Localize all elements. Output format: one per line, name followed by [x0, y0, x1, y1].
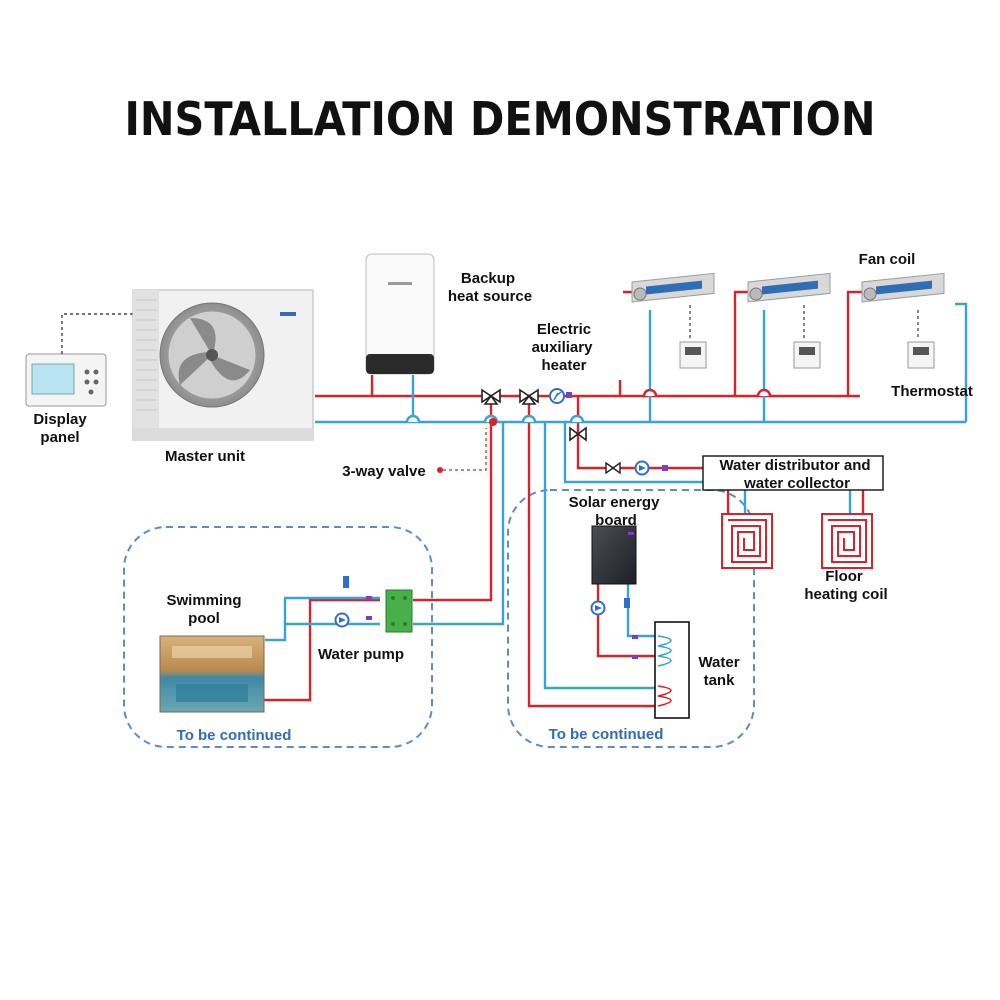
- solar-panel-icon: [591, 525, 637, 585]
- water-tank-label-2: tank: [704, 672, 736, 689]
- water-distributor-box: [702, 455, 884, 491]
- water-tank-icon: [654, 621, 690, 719]
- thermostat-wires: [689, 305, 919, 340]
- fan-coil-icon: [861, 272, 945, 303]
- pump-icon: [334, 612, 350, 628]
- master-unit-label: Master unit: [165, 448, 245, 465]
- display-panel-label-1: Display: [33, 411, 87, 428]
- fan-coil-label: Fan coil: [859, 251, 916, 268]
- backup-heat-label-2: heat source: [448, 288, 532, 305]
- pool-photo: [159, 635, 265, 713]
- fan-coil-icon: [747, 272, 831, 303]
- fan-coil-icon: [631, 272, 715, 303]
- sensor-icon: [366, 596, 372, 600]
- pool-label-1: Swimming: [166, 592, 241, 609]
- three-way-valve-icon: [481, 388, 501, 405]
- three-way-valve-pointer-dot: [437, 467, 443, 473]
- three-way-valve-pointer: [443, 428, 487, 471]
- boiler-icon: [365, 253, 435, 375]
- floor-coil-label-1: Floor: [825, 568, 863, 585]
- floor-coil-icon: [821, 513, 873, 569]
- display-panel-icon: [25, 353, 107, 407]
- thermostat-icon: [793, 341, 821, 369]
- heat-pump-unit-icon: [132, 289, 314, 441]
- plate-heat-exchanger-icon: [385, 589, 413, 633]
- sensor-icon: [632, 655, 638, 659]
- three-way-valve-label: 3-way valve: [342, 463, 425, 480]
- aux-heater-label-3: heater: [541, 357, 586, 374]
- aux-heater-label-2: auxiliary: [532, 339, 594, 356]
- pipe-crossings: [405, 388, 772, 423]
- sensor-icon: [632, 635, 638, 639]
- water-tank-label-1: Water: [698, 654, 739, 671]
- thermostat-label: Thermostat: [891, 383, 973, 400]
- thermostat-icon: [907, 341, 935, 369]
- sensor-icon: [366, 616, 372, 620]
- sensor-icon: [662, 465, 668, 471]
- aux-heater-label-1: Electric: [537, 321, 591, 338]
- valve-icon: [605, 461, 621, 475]
- display-panel-label-2: panel: [40, 429, 79, 446]
- floor-coil-label-2: heating coil: [804, 586, 887, 603]
- distributor-label-2: water collector: [743, 475, 850, 492]
- backup-heat-label-1: Backup: [461, 270, 515, 287]
- solar-label-1: Solar energy: [569, 494, 661, 511]
- to-be-continued-left: To be continued: [177, 727, 292, 744]
- pool-label-2: pool: [188, 610, 220, 627]
- to-be-continued-right: To be continued: [549, 726, 664, 743]
- floor-coil-icon: [721, 513, 773, 569]
- pump-icon: [634, 460, 650, 476]
- distributor-label-1: Water distributor and: [719, 457, 870, 474]
- sensor-icon: [624, 598, 630, 608]
- electric-heater-icon: [549, 388, 572, 404]
- sensor-icon: [343, 576, 349, 588]
- valve-icon: [569, 426, 587, 442]
- pool-extension-region: [123, 526, 433, 748]
- three-way-valve-icon: [519, 388, 539, 405]
- three-way-valve-marker: [489, 418, 497, 426]
- solar-extension-region: [507, 489, 755, 748]
- water-pump-label: Water pump: [318, 646, 404, 663]
- thermostat-icon: [679, 341, 707, 369]
- page-title: INSTALLATION DEMONSTRATION: [125, 92, 876, 146]
- control-wire: [61, 313, 138, 354]
- pump-icon: [590, 600, 606, 616]
- solar-label-2: board: [595, 512, 637, 529]
